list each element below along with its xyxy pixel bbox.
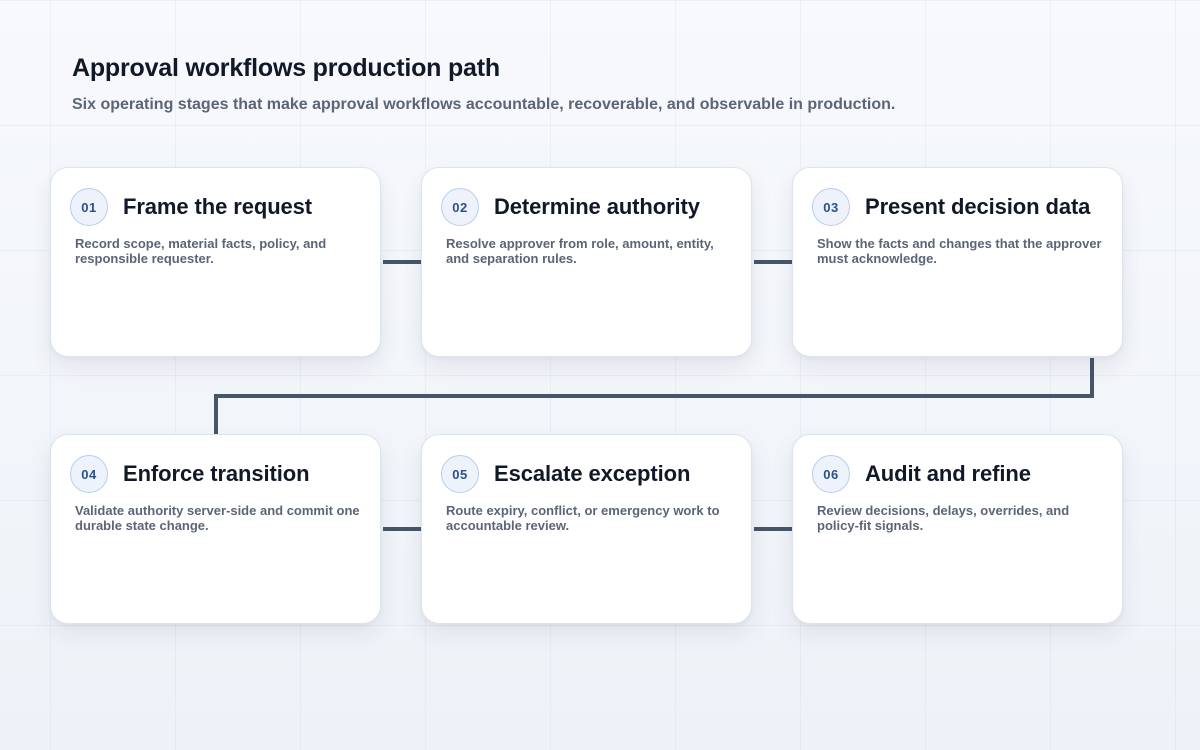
step-description: Review decisions, delays, overrides, and… — [817, 503, 1070, 533]
step-number-badge: 02 — [441, 188, 479, 226]
step-description: Route expiry, conflict, or emergency wor… — [446, 503, 720, 533]
step-title: Determine authority — [494, 194, 700, 219]
page-subtitle: Six operating stages that make approval … — [72, 96, 896, 113]
step-description: Resolve approver from role, amount, enti… — [446, 236, 714, 266]
step-card-06: 06 Audit and refine Review decisions, de… — [792, 434, 1123, 624]
step-title: Present decision data — [865, 194, 1091, 219]
step-title: Enforce transition — [123, 461, 310, 486]
step-card-05: 05 Escalate exception Route expiry, conf… — [421, 434, 752, 624]
step-number-badge: 04 — [70, 455, 108, 493]
step-number-badge: 01 — [70, 188, 108, 226]
step-description: Validate authority server-side and commi… — [75, 503, 360, 533]
step-title: Frame the request — [123, 194, 313, 219]
step-description: Show the facts and changes that the appr… — [817, 236, 1102, 266]
step-number-badge: 05 — [441, 455, 479, 493]
step-card-04: 04 Enforce transition Validate authority… — [50, 434, 381, 624]
step-card-03: 03 Present decision data Show the facts … — [792, 167, 1123, 357]
page-title: Approval workflows production path — [72, 54, 500, 82]
connector-03-04 — [214, 358, 1094, 434]
step-number-badge: 03 — [812, 188, 850, 226]
page-header: Approval workflows production path Six o… — [72, 52, 1132, 116]
step-card-02: 02 Determine authority Resolve approver … — [421, 167, 752, 357]
step-card-01: 01 Frame the request Record scope, mater… — [50, 167, 381, 357]
step-description: Record scope, material facts, policy, an… — [75, 236, 327, 266]
step-title: Escalate exception — [494, 461, 691, 486]
step-title: Audit and refine — [865, 461, 1031, 486]
step-number-badge: 06 — [812, 455, 850, 493]
